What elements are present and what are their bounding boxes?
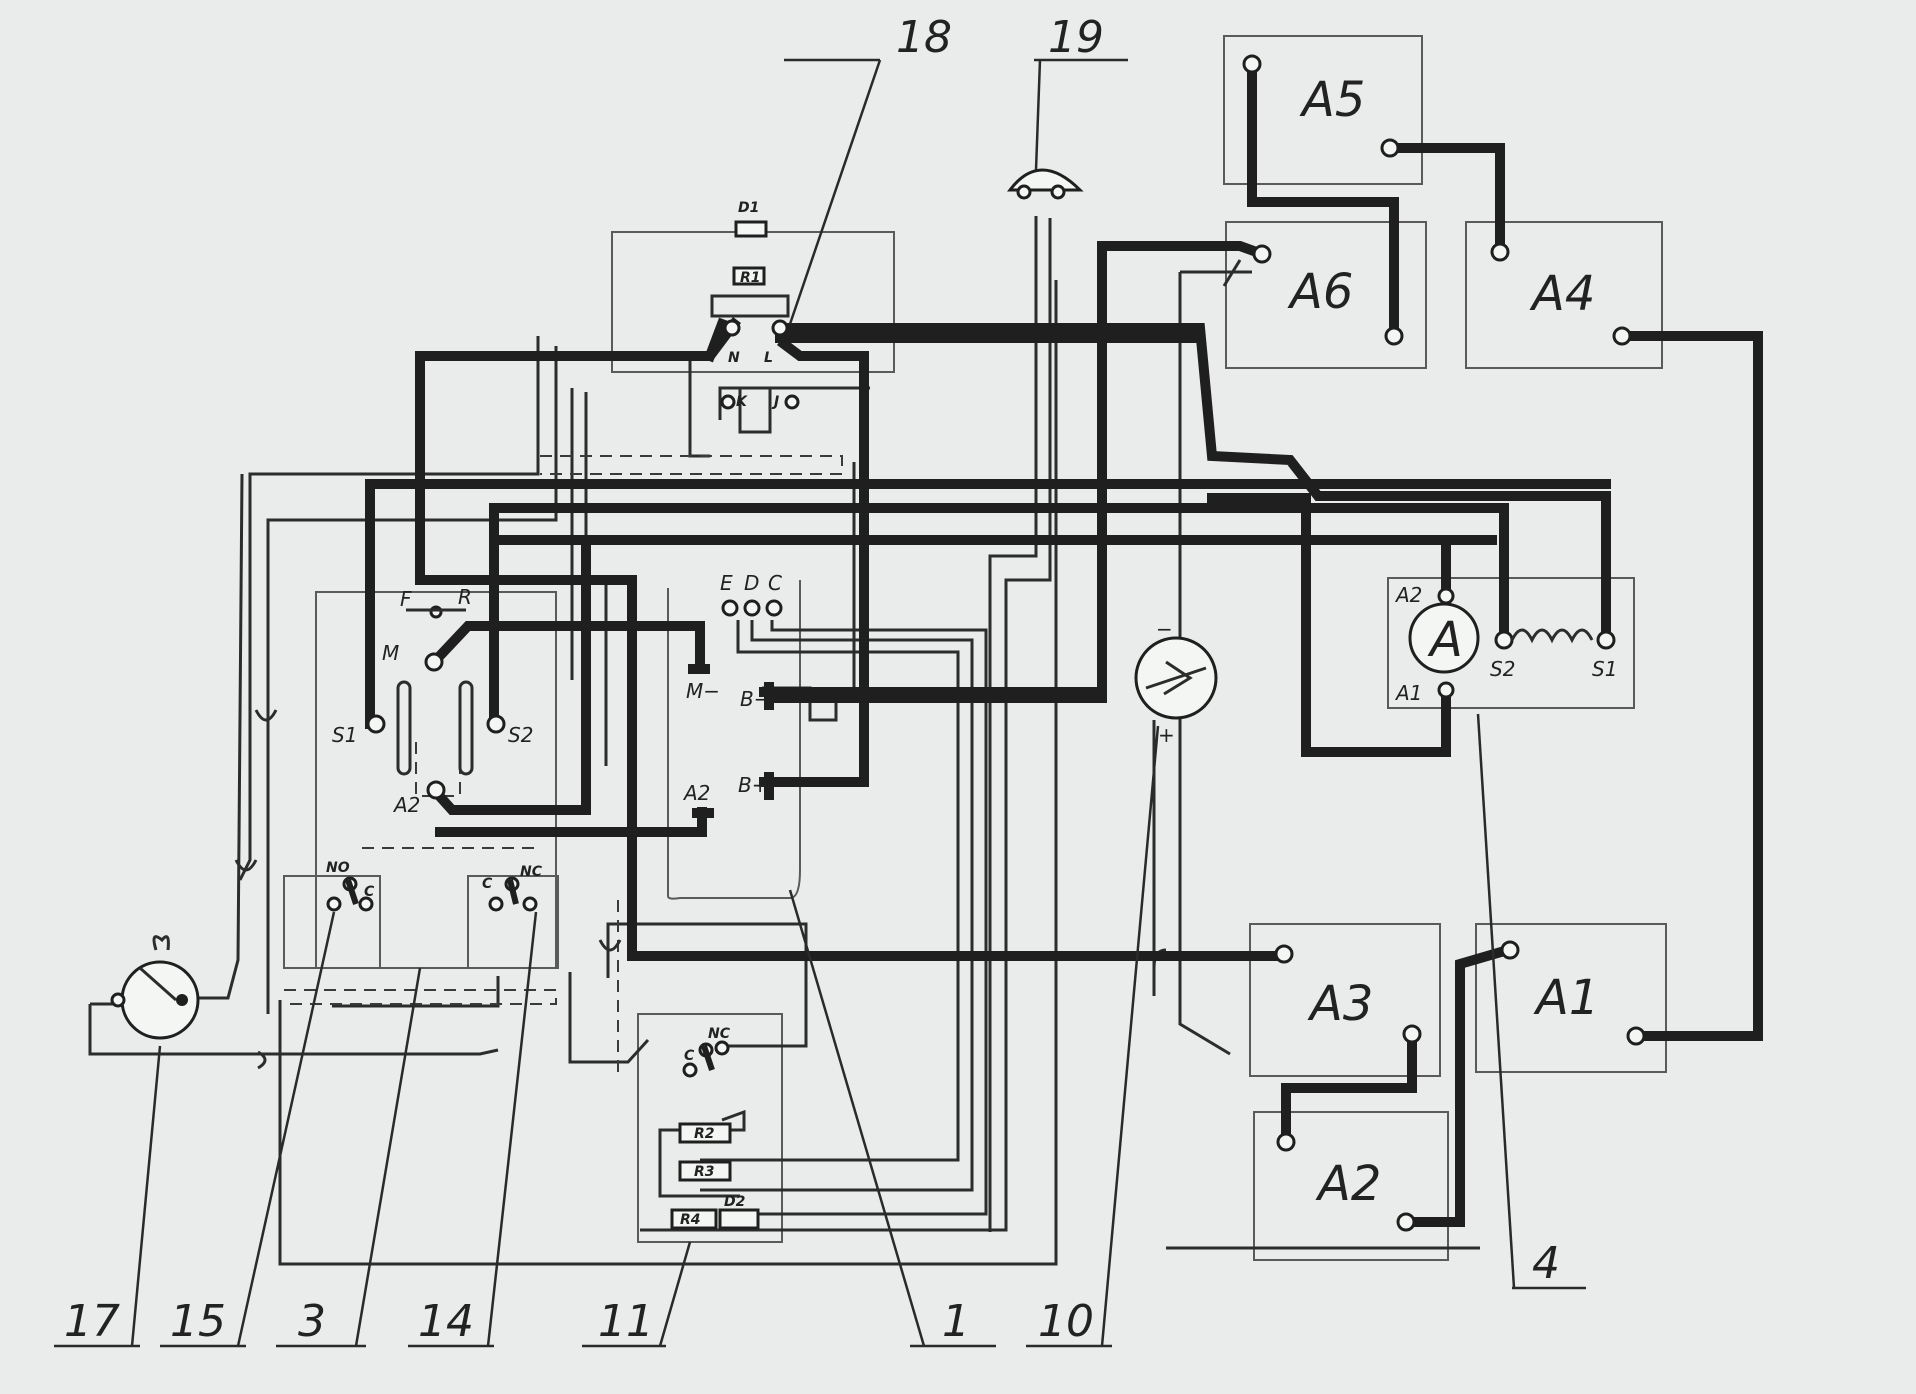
battery-a1: A1 xyxy=(1533,970,1599,1026)
label-forward: F xyxy=(400,587,412,611)
battery-labels: A5 A6 A4 A3 A1 A2 xyxy=(1287,72,1599,1212)
dashed-links xyxy=(284,455,843,1076)
label-meter-minus: − xyxy=(1156,617,1173,641)
motor-symbol: A xyxy=(1427,612,1463,668)
lower-module: NC C R2 R3 R4 D2 xyxy=(670,1026,760,1230)
label-ctrl-m-minus: M− xyxy=(686,679,720,703)
label-lower-c: C xyxy=(684,1048,695,1064)
battery-terminals xyxy=(1242,54,1646,1232)
label-contact-l: L xyxy=(764,350,773,366)
micro-switch-14: C NC xyxy=(482,864,543,912)
resistor-r1 xyxy=(732,266,766,286)
label-contact-k: K xyxy=(736,394,748,410)
callout-19: 19 xyxy=(1048,12,1104,63)
label-contact-n: N xyxy=(728,350,740,366)
micro-switch-15: NO C xyxy=(326,860,375,912)
label-d1: D1 xyxy=(738,200,759,216)
callout-10: 10 xyxy=(1038,1296,1094,1347)
label-meter-plus: + xyxy=(1158,723,1175,747)
label-r4: R4 xyxy=(680,1212,701,1228)
label-reverse: R xyxy=(458,585,472,609)
battery-a5: A5 xyxy=(1299,72,1365,128)
callout-14: 14 xyxy=(418,1296,474,1347)
label-m: M xyxy=(382,641,399,665)
label-motor-a1: A1 xyxy=(1394,681,1422,705)
label-ctrl-e: E xyxy=(720,571,733,595)
label-a2-switch: A2 xyxy=(392,793,420,817)
battery-a6: A6 xyxy=(1287,264,1353,320)
label-s1-switch: S1 xyxy=(332,723,357,747)
callout-18: 18 xyxy=(896,12,952,63)
relay-coil xyxy=(738,386,772,434)
label-contact-j: J xyxy=(771,394,779,410)
label-r3: R3 xyxy=(694,1164,715,1180)
callout-3: 3 xyxy=(298,1296,326,1347)
callout-4: 4 xyxy=(1532,1238,1560,1289)
label-lower-nc: NC xyxy=(708,1026,731,1042)
label-ctrl-b-plus: B+ xyxy=(738,773,768,797)
label-r1: R1 xyxy=(740,270,761,286)
label-right-nc: NC xyxy=(520,864,543,880)
callout-15: 15 xyxy=(170,1296,226,1347)
motor: A A2 A1 S2 S1 xyxy=(1394,583,1617,705)
label-r2: R2 xyxy=(694,1126,715,1142)
controller: E D C M− B− B+ A2 xyxy=(682,571,783,818)
direction-switch: F R M S1 S2 A2 xyxy=(332,585,533,817)
diode-d1 xyxy=(734,220,768,238)
label-motor-s1: S1 xyxy=(1592,657,1617,681)
label-left-no: NO xyxy=(326,860,350,876)
battery-a4: A4 xyxy=(1529,266,1595,322)
leader-lines xyxy=(54,58,1586,1348)
heavy-cables xyxy=(365,59,1763,1227)
battery-a3: A3 xyxy=(1307,976,1373,1032)
callout-1: 1 xyxy=(942,1296,970,1347)
label-ctrl-b-minus: B− xyxy=(740,687,770,711)
battery-a2: A2 xyxy=(1315,1156,1381,1212)
label-s2-switch: S2 xyxy=(508,723,533,747)
thin-wires xyxy=(88,216,1480,1266)
label-d2: D2 xyxy=(724,1194,745,1210)
connector-19 xyxy=(1006,168,1084,200)
label-right-c: C xyxy=(482,876,493,892)
meter: − + xyxy=(1134,617,1218,747)
callout-numbers: 18 19 17 15 3 14 11 1 10 4 xyxy=(64,12,1560,1347)
label-ctrl-c: C xyxy=(768,571,782,595)
label-motor-s2: S2 xyxy=(1490,657,1515,681)
key-switch xyxy=(110,709,622,1070)
callout-17: 17 xyxy=(64,1296,120,1347)
label-motor-a2: A2 xyxy=(1394,583,1422,607)
label-ctrl-a2: A2 xyxy=(682,781,710,805)
top-relay: D1 R1 N L K J xyxy=(710,200,800,434)
callout-11: 11 xyxy=(598,1296,654,1347)
label-ctrl-d: D xyxy=(744,571,759,595)
label-left-c: C xyxy=(364,884,375,900)
